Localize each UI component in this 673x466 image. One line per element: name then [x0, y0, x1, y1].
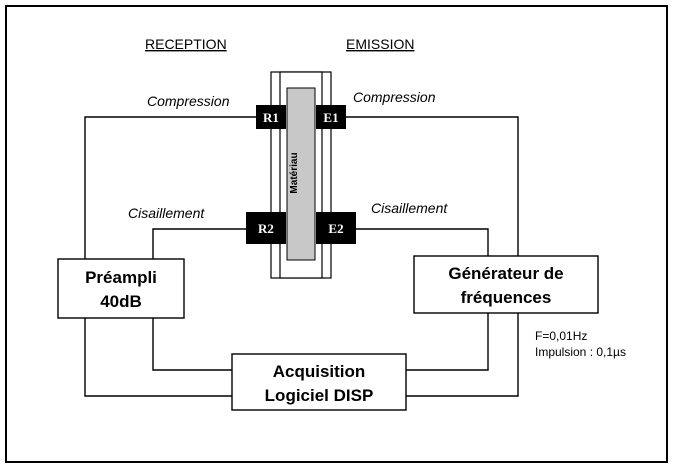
generator-box: Générateur de fréquences — [413, 255, 599, 314]
generator-frame — [413, 255, 599, 314]
label-cisaillement-left: Cisaillement — [128, 205, 205, 221]
material-label: Matériau — [289, 152, 300, 193]
acquisition-frame — [231, 353, 407, 411]
heading-emission: EMISSION — [346, 36, 414, 52]
material-sample: Matériau — [270, 71, 332, 279]
wire-r2-preampli — [152, 228, 246, 259]
preampli-line1: Préampli — [85, 268, 157, 287]
generator-line2: fréquences — [461, 288, 552, 307]
sensor-r1: R1 — [256, 105, 286, 129]
sensor-r2: R2 — [246, 212, 286, 244]
acquisition-line1: Acquisition — [273, 362, 366, 381]
heading-reception: RECEPTION — [145, 36, 227, 52]
preampli-box: Préampli 40dB — [57, 258, 185, 319]
preampli-frame — [57, 258, 185, 319]
preampli-line2: 40dB — [100, 292, 142, 311]
wire-generator-acq-inner — [406, 313, 489, 371]
label-compression-right: Compression — [353, 89, 436, 105]
sensor-r1-label: R1 — [263, 110, 279, 125]
sensor-r2-label: R2 — [258, 221, 274, 236]
material-block — [286, 87, 316, 261]
spec-frequency: F=0,01Hz — [535, 329, 587, 343]
sensor-e2-block — [316, 212, 356, 244]
wire-e2-generator — [346, 228, 489, 256]
wire-generator-acq-outer — [406, 313, 519, 397]
sensor-e2: E2 — [316, 212, 356, 244]
acquisition-line2: Logiciel DISP — [265, 386, 374, 405]
wiring — [84, 116, 519, 397]
acquisition-box: Acquisition Logiciel DISP — [231, 353, 407, 411]
wire-preampli-acq-outer — [84, 318, 232, 397]
wire-preampli-acq-inner — [152, 318, 232, 371]
sensor-r1-block — [256, 105, 286, 129]
generator-line1: Générateur de — [448, 264, 563, 283]
label-cisaillement-right: Cisaillement — [371, 200, 448, 216]
label-compression-left: Compression — [147, 93, 230, 109]
sensor-e1: E1 — [316, 105, 346, 129]
sensor-e2-label: E2 — [328, 221, 343, 236]
wire-r1-preampli — [84, 116, 256, 259]
wire-e1-generator — [346, 116, 519, 256]
spec-impulse: Impulsion : 0,1µs — [535, 345, 626, 359]
sensor-r2-block — [246, 212, 286, 244]
sensor-e1-block — [316, 105, 346, 129]
sensor-e1-label: E1 — [323, 110, 338, 125]
